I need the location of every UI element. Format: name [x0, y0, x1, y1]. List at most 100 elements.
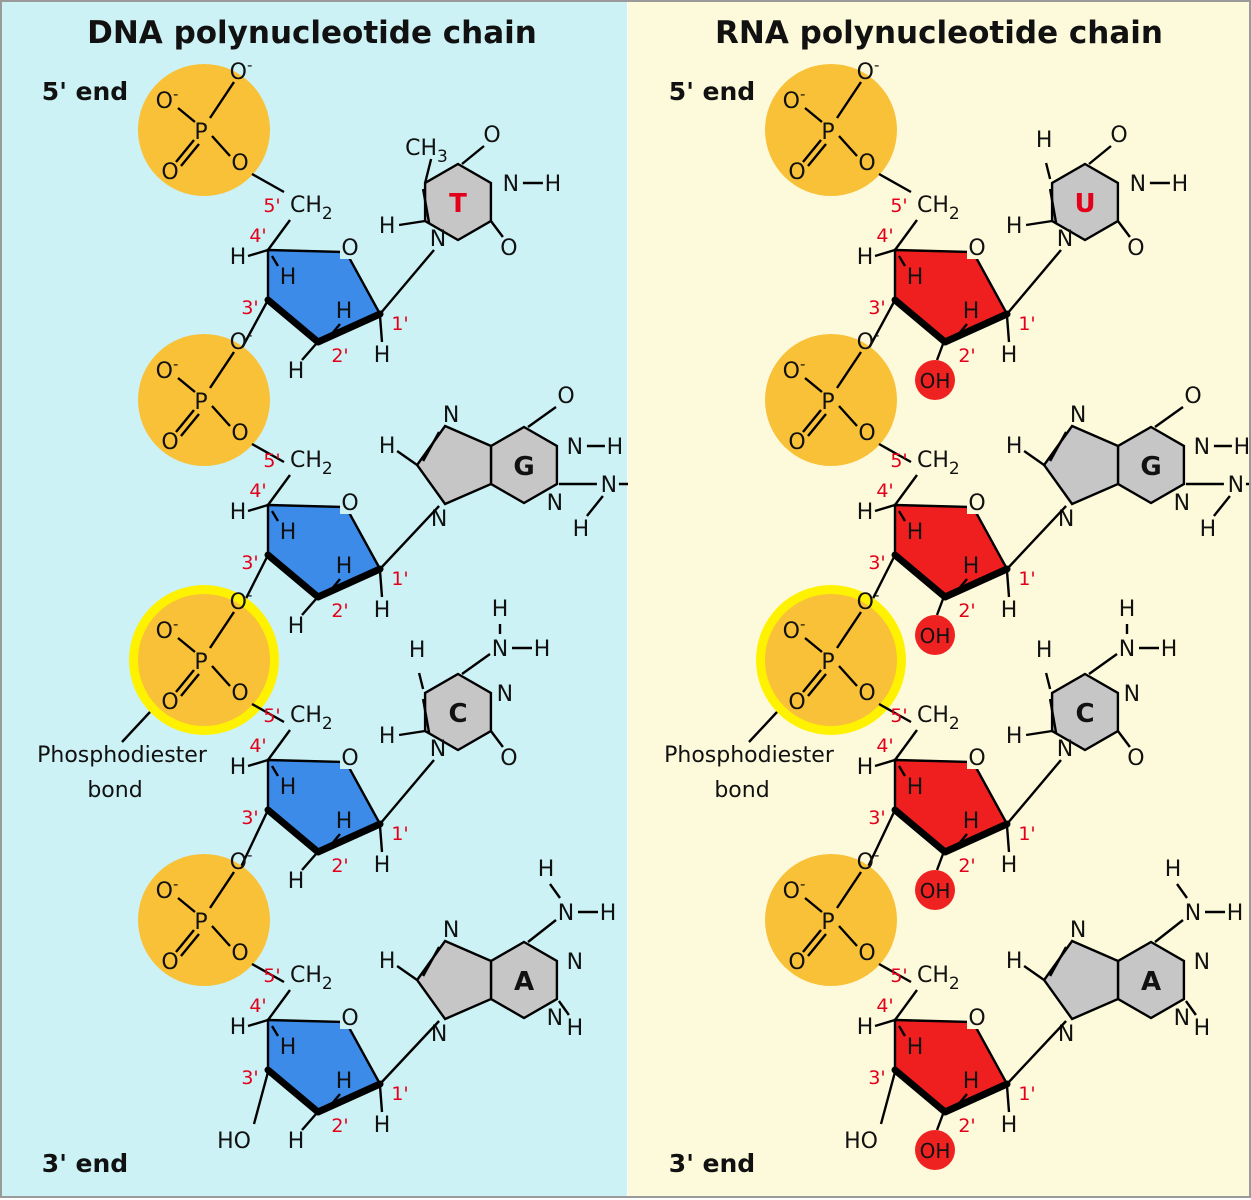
bond-line [1044, 672, 1052, 690]
oxygen-minus-atom: O- [230, 56, 253, 85]
bond-line [874, 248, 896, 258]
carbon-2-label: 2' [958, 345, 975, 367]
bond-line [396, 965, 418, 981]
ch2-label: CH2 [917, 703, 960, 734]
bond-line [807, 413, 827, 437]
phosphorus-atom: P [821, 910, 834, 935]
nitrogen-atom: N [1070, 918, 1086, 943]
phosphate-circle [765, 64, 897, 196]
oxygen-atom: O [231, 421, 248, 446]
base-letter: C [448, 699, 467, 729]
carbon-3-label: 3' [241, 297, 258, 319]
bond-line [804, 897, 823, 913]
bond-line [180, 413, 200, 437]
hydrogen-atom: H [1200, 517, 1217, 542]
nitrogen-atom: N [1194, 435, 1210, 460]
base-letter: T [449, 189, 467, 219]
phosphorus-atom: P [194, 390, 207, 415]
bond-line [1025, 729, 1053, 737]
ring-oxygen-bg [967, 747, 987, 769]
double-bond-line [1048, 188, 1058, 224]
hydrogen-atom: H [280, 520, 297, 545]
bond-line [378, 825, 384, 853]
glycosidic-bond [379, 505, 440, 570]
hydrogen-atom: H [857, 245, 874, 270]
hydrogen-atom: H [1119, 597, 1136, 622]
oxygen-minus-atom: O- [156, 615, 179, 644]
hydrogen-atom: H [907, 265, 924, 290]
nitrogen-atom: N [503, 172, 519, 197]
bond-line [175, 929, 195, 953]
hydrogen-atom: H [573, 517, 590, 542]
panel-title: RNA polynucleotide chain [715, 15, 1163, 51]
bond-line [807, 673, 827, 697]
three-prime-end-label: 3' end [669, 1149, 755, 1178]
carbon-5-label: 5' [890, 450, 907, 472]
ring-oxygen-bg [967, 237, 987, 259]
carbon-1-label: 1' [1018, 568, 1035, 590]
pyrimidine-ring [1050, 162, 1120, 242]
phosphorus-atom: P [194, 120, 207, 145]
nitrogen-atom: N [431, 1022, 447, 1047]
double-bond-line [1048, 698, 1058, 734]
annotation-pointer [121, 711, 151, 743]
ch2-label: CH2 [917, 963, 960, 994]
bond-line [267, 989, 291, 1021]
bond-line [894, 474, 918, 506]
bond-line [270, 510, 280, 522]
phosphate-circle [138, 334, 270, 466]
double-bond-line [422, 431, 441, 462]
bond-line [209, 611, 235, 649]
annotation-line-2: bond [714, 778, 769, 803]
bond-line [807, 143, 827, 167]
carbon-5-label: 5' [263, 705, 280, 727]
purine-six-ring [489, 425, 559, 505]
glycosidic-bond [1006, 505, 1067, 570]
sugar-front-edge [264, 1066, 384, 1116]
carbon-2-label: 2' [331, 1115, 348, 1137]
bond-line [804, 637, 823, 653]
hydrogen-atom: H [230, 500, 247, 525]
bond-line [897, 255, 907, 267]
carbon-3-label: 3' [868, 807, 885, 829]
nitrogen-atom: N [601, 473, 617, 498]
carbon-4-label: 4' [876, 995, 893, 1017]
carbon-2-label: 2' [958, 1115, 975, 1137]
hydrogen-atom: H [379, 949, 396, 974]
hydroxyl-dot [915, 360, 955, 400]
nitrogen-atom: N [1185, 901, 1201, 926]
hydrogen-atom: H [288, 1129, 305, 1154]
carbon-1-label: 1' [391, 568, 408, 590]
oxygen-minus-atom: O- [857, 586, 880, 615]
ring-oxygen-atom: O [341, 491, 358, 516]
bond-line [1005, 1085, 1011, 1113]
oxygen-atom: O [1184, 384, 1201, 409]
carbon-3-label: 3' [868, 552, 885, 574]
carbon-4-label: 4' [249, 735, 266, 757]
sugar-front-edge [891, 296, 1011, 346]
double-bond-line [421, 698, 431, 734]
bond-line [897, 510, 907, 522]
hydrogen-atom: H [230, 245, 247, 270]
carbon-5-label: 5' [263, 965, 280, 987]
carbon-4-label: 4' [249, 225, 266, 247]
hydrogen-atom: H [857, 500, 874, 525]
bond-line [209, 351, 235, 389]
ring-oxygen-atom: O [968, 746, 985, 771]
ch2-group: 5'CH2 [890, 963, 960, 1021]
bond-line [956, 833, 968, 847]
glycosidic-bond [379, 249, 435, 315]
bond-line [267, 219, 291, 251]
hydroxyl-3-label: HO [217, 1129, 251, 1154]
guanine-base: GNNNHNHONHH [1006, 384, 1251, 542]
bond-line [267, 729, 291, 761]
bond-line [211, 925, 231, 947]
oxygen-atom: O [788, 160, 805, 185]
nitrogen-atom: N [492, 637, 508, 662]
ch2-label: CH2 [917, 193, 960, 224]
